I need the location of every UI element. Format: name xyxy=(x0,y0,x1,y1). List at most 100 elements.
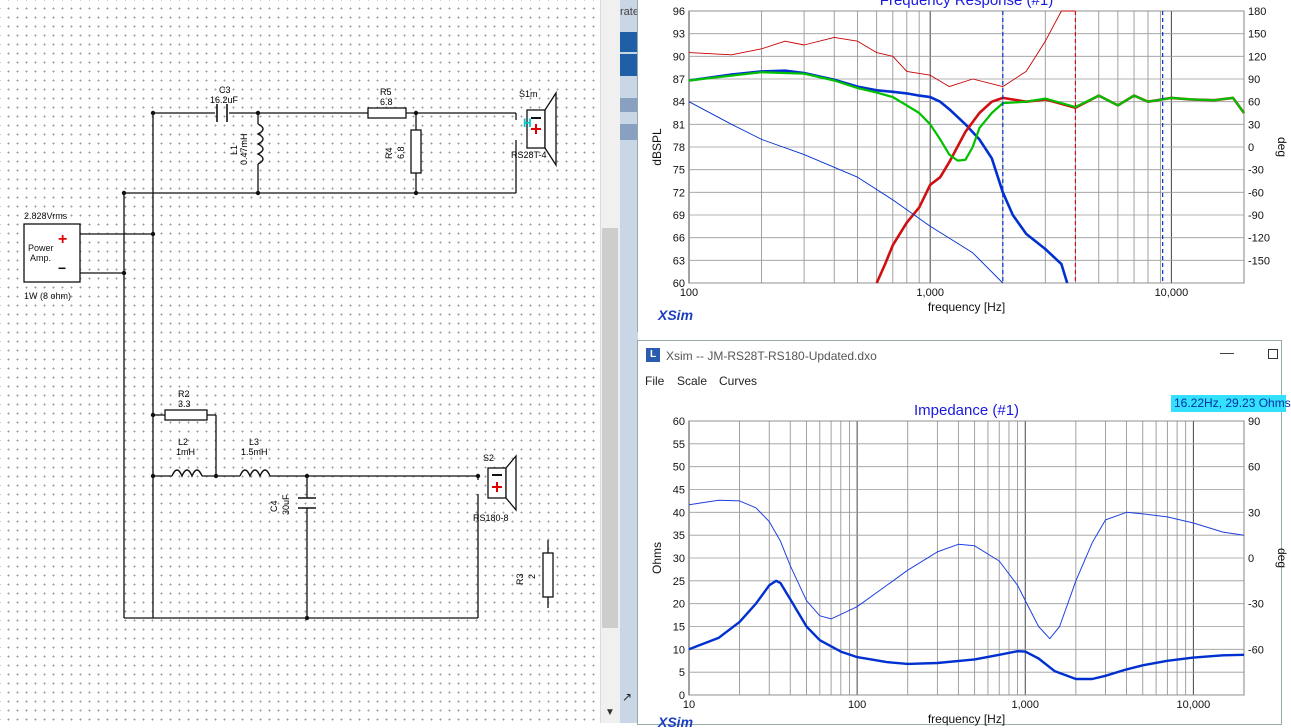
y-tick-label-right: -30 xyxy=(1248,165,1264,177)
y-tick-label-left: 55 xyxy=(673,439,685,451)
resistor-r4[interactable] xyxy=(410,129,422,174)
schematic-canvas[interactable]: H + − Power Amp. 2.828Vrms 1W (8 ohm) xyxy=(0,0,620,723)
inductor-l2[interactable] xyxy=(171,469,203,478)
y-tick-label-right: 30 xyxy=(1248,507,1260,519)
c3-value: 16.2uF xyxy=(210,95,239,105)
l1-name: L1 xyxy=(229,145,239,155)
y-tick-label-left: 78 xyxy=(673,142,685,154)
y-tick-label-left: 10 xyxy=(673,644,685,656)
r2-name: R2 xyxy=(178,389,190,399)
c4-value: 30uF xyxy=(281,494,291,515)
l3-value: 1.5mH xyxy=(241,447,268,457)
y-tick-label-left: 40 xyxy=(673,507,685,519)
y-tick-label-right: 60 xyxy=(1248,97,1260,109)
inductor-l1[interactable] xyxy=(256,123,264,165)
schematic-scroll-thumb[interactable] xyxy=(602,228,618,628)
y-tick-label-right: -60 xyxy=(1248,644,1264,656)
impedance-title-bar[interactable]: L Xsim -- JM-RS28T-RS180-Updated.dxo — xyxy=(638,341,1281,371)
y-tick-label-left: 30 xyxy=(673,553,685,565)
frequency-response-chart[interactable]: 9693908784817875726966636018015012090603… xyxy=(638,0,1289,332)
inductor-l3[interactable] xyxy=(239,469,271,478)
y-tick-label-left: 93 xyxy=(673,29,685,41)
y-tick-label-right: 0 xyxy=(1248,553,1254,565)
minimize-icon[interactable]: — xyxy=(1220,344,1234,360)
y-tick-label-right: 90 xyxy=(1248,416,1260,428)
maximize-icon[interactable] xyxy=(1268,349,1278,359)
resistor-r2[interactable] xyxy=(164,409,208,421)
scroll-down-arrow-icon[interactable]: ▼ xyxy=(605,707,615,718)
y-tick-label-right: -90 xyxy=(1248,210,1264,222)
y-tick-label-left: 75 xyxy=(673,165,685,177)
menu-scale[interactable]: Scale xyxy=(677,374,708,388)
y-tick-label-left: 96 xyxy=(673,6,685,18)
capacitor-c3[interactable] xyxy=(216,104,228,122)
speaker-s2[interactable] xyxy=(487,454,517,512)
capacitor-c4[interactable] xyxy=(298,497,316,509)
woofer-raw-curve xyxy=(688,101,1004,284)
woofer-spl-curve xyxy=(688,69,1069,284)
l3-name: L3 xyxy=(249,437,259,447)
x-tick-label: 100 xyxy=(848,699,866,711)
power-amp-source[interactable] xyxy=(23,223,81,283)
partial-window-band xyxy=(620,98,638,112)
menu-file[interactable]: File xyxy=(645,374,665,388)
y-tick-label-left: 81 xyxy=(673,119,685,131)
app-icon: L xyxy=(646,348,660,362)
y-axis-label-left: dBSPL xyxy=(650,128,664,166)
menu-curves[interactable]: Curves xyxy=(719,374,758,388)
impedance-window[interactable]: L Xsim -- JM-RS28T-RS180-Updated.dxo — F… xyxy=(637,340,1291,728)
source-voltage: 2.828Vrms xyxy=(24,211,68,221)
y-tick-label-right: 60 xyxy=(1248,462,1260,474)
system-phase-curve xyxy=(688,10,1076,88)
y-tick-label-left: 72 xyxy=(673,187,685,199)
source-plus-sign: + xyxy=(58,231,67,248)
window-title: Xsim -- JM-RS28T-RS180-Updated.dxo xyxy=(666,349,877,363)
y-axis-label-left: Ohms xyxy=(650,542,664,574)
resistor-r5[interactable] xyxy=(367,107,407,119)
l1-value: 0.47mH xyxy=(239,133,249,165)
r2-value: 3.3 xyxy=(178,399,191,409)
schematic-wires xyxy=(80,112,549,619)
y-tick-label-right: -120 xyxy=(1248,233,1270,245)
y-tick-label-right: 150 xyxy=(1248,29,1266,41)
partial-window-label: rate xyxy=(620,6,639,18)
impedance-phase-curve xyxy=(688,499,1245,640)
x-tick-label: 1,000 xyxy=(916,287,944,299)
y-tick-label-right: 0 xyxy=(1248,142,1254,154)
y-tick-label-left: 63 xyxy=(673,255,685,267)
y-tick-label-left: 45 xyxy=(673,485,685,497)
x-tick-label: 100 xyxy=(680,287,698,299)
y-tick-label-left: 0 xyxy=(679,690,685,702)
x-tick-label: 10 xyxy=(683,699,695,711)
r3-value: 2 xyxy=(527,574,537,579)
y-tick-label-left: 25 xyxy=(673,576,685,588)
y-tick-label-left: 20 xyxy=(673,599,685,611)
y-tick-label-left: 5 xyxy=(679,667,685,679)
y-tick-label-left: 84 xyxy=(673,97,685,109)
y-tick-label-right: -60 xyxy=(1248,187,1264,199)
resize-grip-icon[interactable]: ↗ xyxy=(622,690,633,704)
x-axis-label: frequency [Hz] xyxy=(928,712,1005,726)
y-tick-label-right: 180 xyxy=(1248,6,1266,18)
y-tick-label-left: 50 xyxy=(673,462,685,474)
system-spl-curve xyxy=(688,71,1245,162)
chart-title: Frequency Response (#1) xyxy=(880,0,1053,9)
source-minus-sign: − xyxy=(58,260,66,276)
speaker-s1[interactable] xyxy=(526,90,557,168)
partial-window-band xyxy=(620,124,638,140)
y-tick-label-right: 90 xyxy=(1248,74,1260,86)
l2-name: L2 xyxy=(178,437,188,447)
y-tick-label-left: 87 xyxy=(673,74,685,86)
schematic-drawing: H + − Power Amp. 2.828Vrms 1W (8 ohm) xyxy=(23,85,557,621)
s2-name: S2 xyxy=(483,453,494,463)
y-tick-label-left: 90 xyxy=(673,51,685,63)
junction-dots xyxy=(121,110,481,621)
source-rating: 1W (8 ohm) xyxy=(24,291,71,301)
impedance-magnitude-curve xyxy=(688,579,1245,681)
r5-name: R5 xyxy=(380,87,392,97)
c4-name: C4 xyxy=(269,500,279,512)
resistor-r3[interactable] xyxy=(542,552,554,598)
x-axis-label: frequency [Hz] xyxy=(928,300,1005,314)
